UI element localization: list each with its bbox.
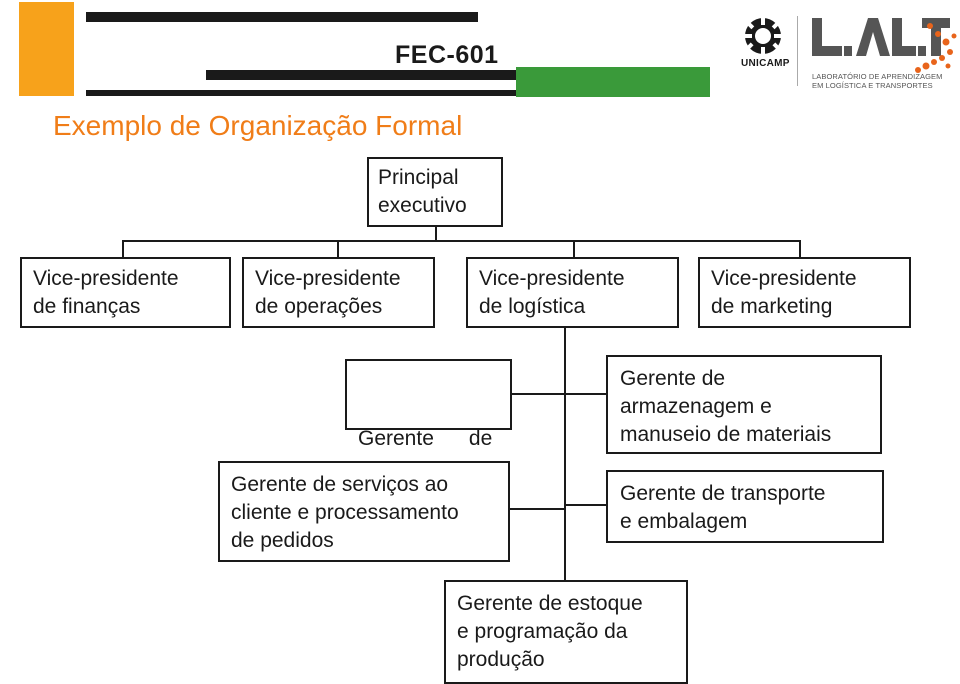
lalt-subtitle-line2: EM LOGÍSTICA E TRANSPORTES — [812, 81, 933, 90]
node-line: Vice-presidente — [255, 267, 401, 290]
connector-vp2 — [337, 240, 339, 259]
connector-transporte — [564, 504, 608, 506]
connector-servicos — [508, 508, 565, 510]
node-line: Vice-presidente — [479, 267, 625, 290]
org-node-vp-logistica: Vice-presidente de logística — [466, 257, 679, 328]
connector-compras — [511, 393, 565, 395]
org-node-gerente-armazenagem: Gerente de armazenagem e manuseio de mat… — [606, 355, 882, 454]
node-line: manuseio de materiais — [620, 423, 832, 446]
org-node-gerente-servicos-cliente: Gerente de serviços ao cliente e process… — [218, 461, 510, 562]
node-line: de pedidos — [231, 529, 334, 552]
lalt-subtitle-line1: LABORATÓRIO DE APRENDIZAGEM — [812, 72, 943, 81]
node-line: produção — [457, 648, 545, 671]
node-line: cliente e processamento — [231, 501, 459, 524]
connector-armazenagem — [564, 393, 608, 395]
connector-logistics-trunk — [564, 326, 566, 582]
header-mid-bar — [206, 70, 526, 80]
node-line: de finanças — [33, 295, 141, 318]
node-line: Principal — [378, 166, 459, 189]
node-line: Gerente de transporte — [620, 482, 826, 505]
org-node-gerente-compras: Gerente de compras — [345, 359, 512, 534]
node-line: de operações — [255, 295, 383, 318]
header-green-block — [516, 67, 710, 97]
node-line: Gerente de — [620, 367, 726, 390]
org-node-principal-executivo: Principal executivo — [367, 157, 503, 227]
node-line: executivo — [378, 194, 467, 217]
node-line: Gerente de estoque — [457, 592, 643, 615]
node-line: Vice-presidente — [33, 267, 179, 290]
node-line: e programação da — [457, 620, 628, 643]
org-node-vp-financas: Vice-presidente de finanças — [20, 257, 231, 328]
node-line: e embalagem — [620, 510, 748, 533]
connector-vp1 — [122, 240, 124, 259]
unicamp-label: UNICAMP — [741, 58, 790, 69]
node-line: Gerente de — [358, 427, 493, 450]
node-line: de marketing — [711, 295, 833, 318]
node-line: de logística — [479, 295, 586, 318]
unicamp-logo-icon — [744, 17, 782, 55]
lalt-logo-icon — [812, 18, 957, 73]
header-bottom-bar — [86, 90, 526, 96]
page-title: Exemplo de Organização Formal — [53, 110, 463, 141]
header-orange-block — [19, 2, 74, 96]
connector-vp3 — [573, 240, 575, 259]
header-top-bar — [86, 12, 478, 22]
connector-root-down — [435, 225, 437, 241]
node-line: Vice-presidente — [711, 267, 857, 290]
node-line: Gerente de serviços ao — [231, 473, 449, 496]
connector-vp-horizontal — [122, 240, 801, 242]
logo-divider — [797, 16, 798, 86]
org-node-vp-marketing: Vice-presidente de marketing — [698, 257, 911, 328]
org-node-gerente-estoque: Gerente de estoque e programação da prod… — [444, 580, 688, 684]
org-node-vp-operacoes: Vice-presidente de operações — [242, 257, 435, 328]
node-line: armazenagem e — [620, 395, 772, 418]
org-node-gerente-transporte: Gerente de transporte e embalagem — [606, 470, 884, 543]
course-code: FEC-601 — [395, 41, 499, 69]
connector-vp4 — [799, 240, 801, 259]
